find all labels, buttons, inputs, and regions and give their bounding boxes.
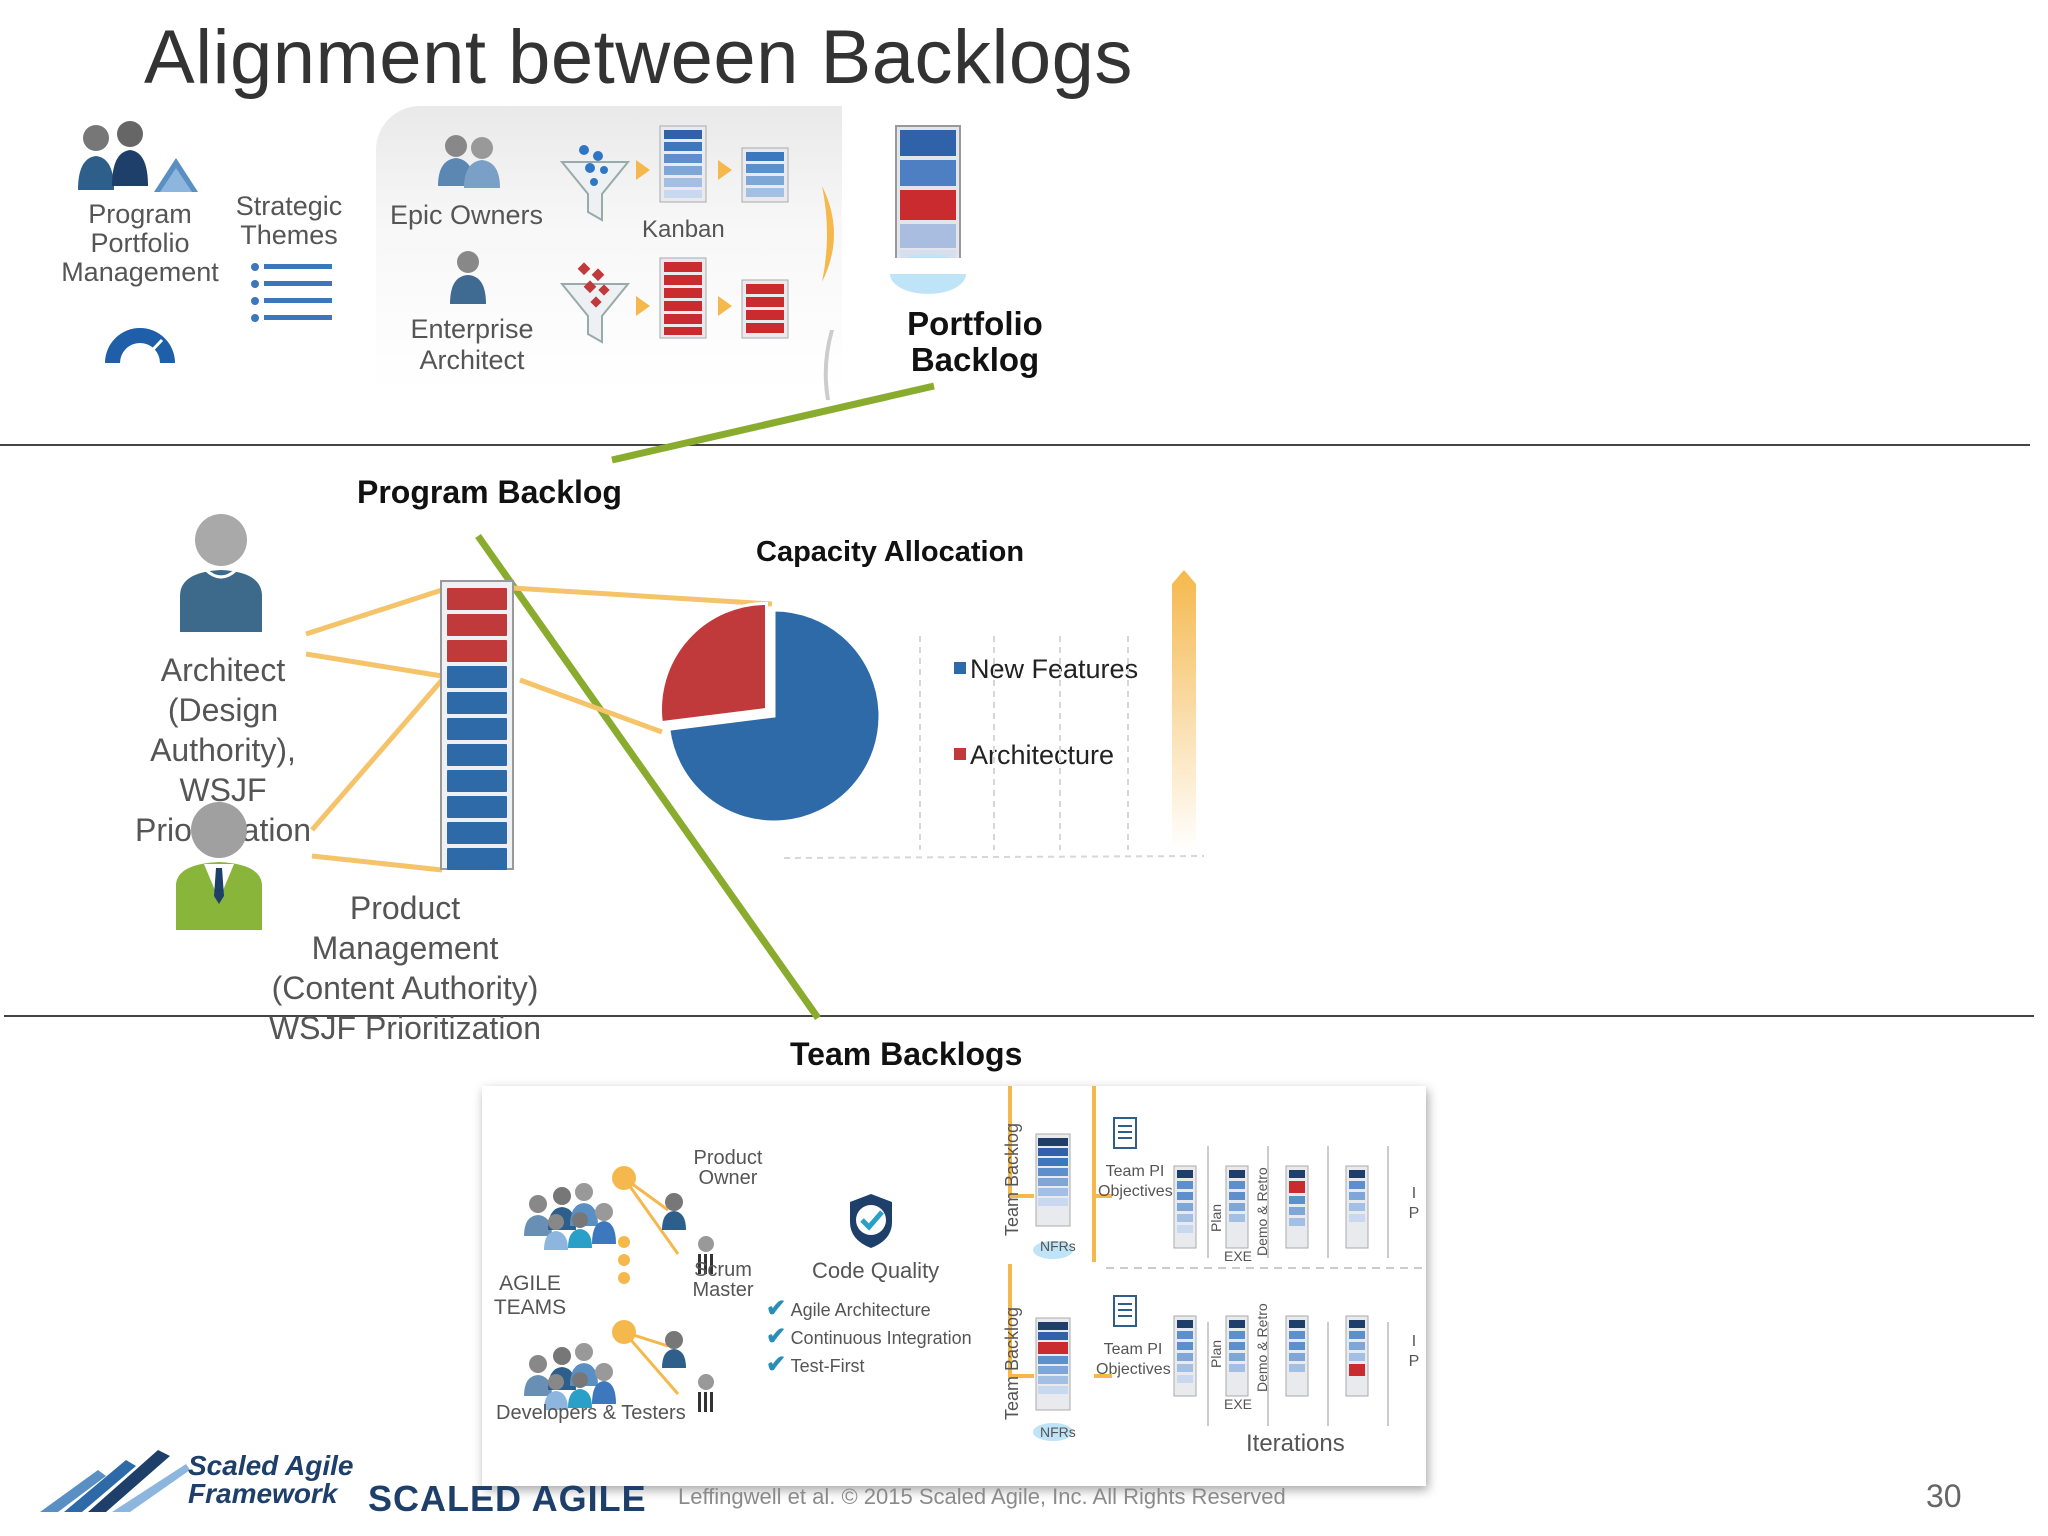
enterprise-architect-label: Enterprise Architect	[410, 314, 534, 375]
portfolio-backlog-stack	[890, 125, 966, 302]
team-backlog-label-top: Team Backlog	[1002, 1122, 1022, 1236]
safe-logo-line2: Framework	[188, 1478, 338, 1509]
portfolio-backlog-label: Portfolio Backlog	[880, 306, 1070, 378]
legend-swatch-new-features	[954, 662, 966, 674]
backlog-item-feature	[447, 822, 507, 844]
practice-label: Test-First	[790, 1356, 865, 1376]
legend-label-architecture: Architecture	[970, 740, 1115, 770]
team-pi-objectives-label-bottom: Team PI Objectives	[1096, 1341, 1171, 1378]
practice-item: ✔ Continuous Integration	[766, 1322, 996, 1350]
team-pi-objectives-label-top: Team PI Objectives	[1098, 1163, 1173, 1200]
demo-retro-label-top: Demo & Retro	[1254, 1167, 1270, 1256]
backlog-item-feature	[447, 848, 507, 870]
ip-label-top: I P	[1408, 1185, 1420, 1222]
epic-owners-icon	[434, 132, 506, 188]
iteration-stacks-bottom	[1173, 1315, 1404, 1402]
nfrs-label-bottom: NFRs	[1040, 1424, 1076, 1440]
practice-label: Agile Architecture	[790, 1300, 931, 1320]
agile-teams-diagram	[518, 1150, 728, 1420]
themes-list-icon	[250, 262, 334, 324]
portfolio-backlog-label-line1: Portfolio	[907, 305, 1043, 342]
backlog-item-feature	[447, 770, 507, 792]
funnel-red-icon	[559, 260, 631, 344]
pie-slice-new-features	[667, 608, 882, 824]
enterprise-architect-icon	[448, 250, 488, 304]
capacity-allocation-title: Capacity Allocation	[756, 536, 1025, 568]
safe-logo-mark	[40, 1446, 190, 1512]
panel-edge-icon	[823, 330, 838, 400]
backlog-item-feature	[447, 744, 507, 766]
scrum-master-label: Scrum Master	[692, 1259, 754, 1301]
ppm-label: Program Portfolio Management	[61, 199, 219, 287]
exe-label-top: EXE	[1224, 1248, 1253, 1264]
practice-item: ✔ Agile Architecture	[766, 1294, 996, 1322]
plan-label-bottom: Plan	[1208, 1339, 1224, 1368]
iterations-diagram	[998, 1086, 1426, 1446]
legend-swatch-architecture	[954, 748, 966, 760]
backlog-item-feature	[447, 666, 507, 688]
product-management-label-line2: (Content Authority)	[271, 970, 539, 1006]
code-quality-label: Code Quality	[812, 1258, 940, 1283]
product-management-label-line1: Product Management	[311, 890, 499, 966]
legend-architecture: Architecture	[954, 740, 1114, 771]
epic-owners-label: Epic Owners	[390, 200, 544, 230]
copyright-text: Leffingwell et al. © 2015 Scaled Agile, …	[678, 1484, 1286, 1509]
strategic-themes-label: Strategic Themes	[235, 191, 343, 250]
safe-logo-text: Scaled Agile Framework	[188, 1452, 353, 1508]
product-manager-person-icon	[174, 800, 264, 930]
team-backlogs-label: Team Backlogs	[790, 1036, 1023, 1072]
agile-teams-label: AGILE TEAMS	[493, 1272, 567, 1319]
orange-chevron-icon	[822, 186, 846, 282]
kanban-label: Kanban	[642, 216, 725, 243]
funnel-blue-icon	[559, 142, 631, 222]
kanban-flow	[634, 122, 794, 362]
check-icon: ✔	[766, 1323, 787, 1350]
architect-label-line2: (Design Authority),	[150, 692, 296, 768]
backlog-item-feature	[447, 718, 507, 740]
iterations-label: Iterations	[1246, 1430, 1345, 1457]
section-divider-bottom	[4, 1015, 2034, 1017]
portfolio-backlog-label-line2: Backlog	[910, 341, 1040, 378]
check-icon: ✔	[766, 1351, 787, 1378]
product-management-label: Product Management (Content Authority) W…	[262, 888, 548, 1048]
legend-label-new-features: New Features	[970, 654, 1139, 684]
practice-label: Continuous Integration	[790, 1328, 972, 1348]
scaled-agile-logo: SCALED AGILE	[368, 1478, 647, 1519]
section-divider-top	[0, 444, 2030, 446]
backlog-item-architecture	[447, 588, 507, 610]
ip-label-bottom: I P	[1408, 1333, 1420, 1370]
product-management-label-line3: WSJF Prioritization	[268, 1010, 542, 1046]
backlog-item-architecture	[447, 614, 507, 636]
architect-label-line1: Architect	[160, 652, 286, 688]
ppm-people-icon	[74, 120, 204, 200]
backlog-item-architecture	[447, 640, 507, 662]
page-number: 30	[1926, 1478, 1962, 1514]
practices-list: ✔ Agile Architecture ✔ Continuous Integr…	[766, 1294, 996, 1378]
pie-slice-architecture	[659, 601, 768, 725]
program-backlog-stack	[440, 580, 514, 870]
program-backlog-label: Program Backlog	[357, 474, 622, 510]
iteration-stacks-top	[1173, 1165, 1404, 1252]
backlog-item-feature	[447, 796, 507, 818]
practice-item: ✔ Test-First	[766, 1350, 996, 1378]
demo-retro-label-bottom: Demo & Retro	[1254, 1303, 1270, 1392]
developers-testers-label: Developers & Testers	[496, 1402, 686, 1424]
code-quality-icon	[846, 1192, 896, 1250]
gauge-icon	[100, 318, 180, 368]
slide-title: Alignment between Backlogs	[144, 15, 1133, 100]
team-backlog-label-bottom: Team Backlog	[1002, 1306, 1022, 1420]
portfolio-section: Program Portfolio Management Strategic T…	[0, 100, 1100, 400]
legend-new-features: New Features	[954, 654, 1138, 685]
exe-label-bottom: EXE	[1224, 1396, 1253, 1412]
nfrs-label-top: NFRs	[1040, 1238, 1076, 1254]
backlog-item-feature	[447, 692, 507, 714]
plan-label-top: Plan	[1208, 1203, 1224, 1232]
architect-person-icon	[176, 510, 266, 632]
check-icon: ✔	[766, 1295, 787, 1322]
product-owner-label: Product Owner	[693, 1147, 763, 1189]
safe-logo-line1: Scaled Agile	[188, 1450, 354, 1481]
